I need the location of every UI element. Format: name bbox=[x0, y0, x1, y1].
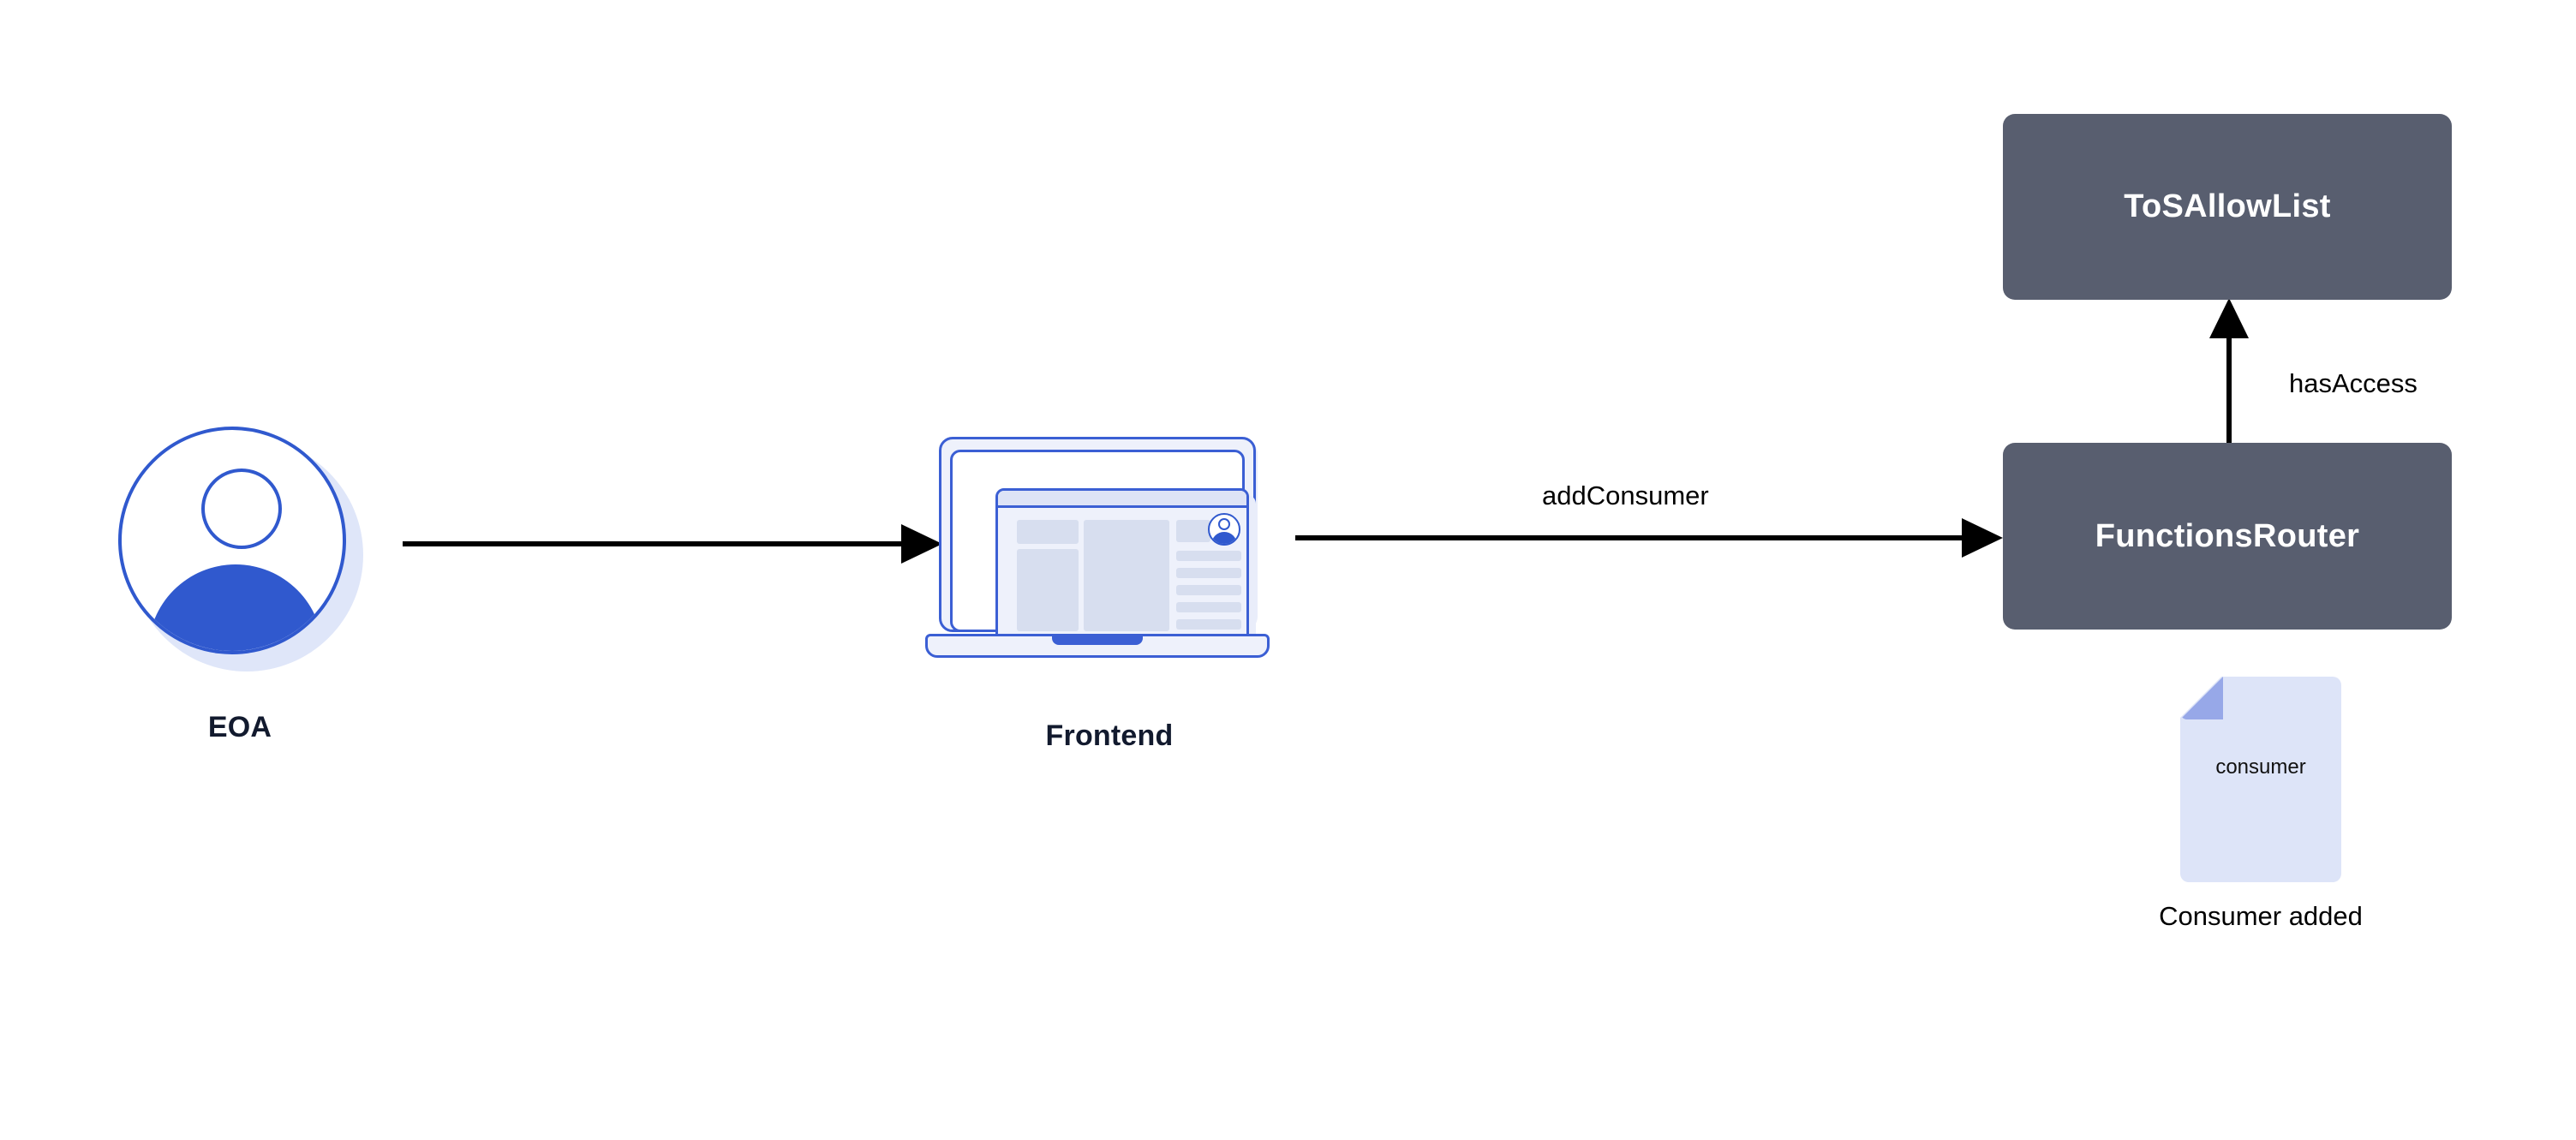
node-label-frontend: Frontend bbox=[1045, 719, 1174, 752]
content-block-main bbox=[1084, 520, 1169, 631]
user-avatar-icon bbox=[111, 420, 368, 694]
content-line-4 bbox=[1176, 602, 1241, 612]
arrow-eoa-to-frontend bbox=[403, 524, 942, 564]
document-icon: consumer bbox=[2180, 677, 2341, 882]
arrow-functions-router-to-tos-allow-list bbox=[2209, 298, 2249, 443]
document-file-label: consumer bbox=[2215, 755, 2306, 779]
node-label-tos-allow-list: ToSAllowList bbox=[2124, 188, 2331, 224]
node-functions-router[interactable]: FunctionsRouter bbox=[2003, 443, 2452, 630]
content-line-5 bbox=[1176, 619, 1241, 630]
content-line-1 bbox=[1176, 551, 1241, 561]
node-eoa[interactable]: EOA bbox=[111, 420, 368, 788]
arrow-frontend-to-functions-router bbox=[1295, 518, 2003, 558]
laptop-screen-bezel bbox=[950, 450, 1256, 654]
browser-titlebar bbox=[998, 491, 1246, 508]
node-label-eoa: EOA bbox=[207, 711, 272, 743]
edge-label-has-access: hasAccess bbox=[2289, 368, 2418, 398]
node-consumer-document[interactable]: consumer Consumer added bbox=[2159, 677, 2363, 934]
consumer-added-caption: Consumer added bbox=[2159, 901, 2363, 931]
edge-label-add-consumer: addConsumer bbox=[1542, 480, 1709, 510]
mock-avatar-head bbox=[1218, 518, 1230, 530]
node-tos-allow-list[interactable]: ToSAllowList bbox=[2003, 114, 2452, 300]
document-folded-corner bbox=[2180, 677, 2223, 719]
content-block-sidebar-main bbox=[1017, 549, 1079, 631]
content-block-right-top bbox=[1176, 520, 1210, 542]
browser-window-mock bbox=[995, 488, 1249, 648]
avatar-body-shape bbox=[148, 564, 323, 651]
content-block-sidebar-top bbox=[1017, 520, 1079, 544]
content-line-2 bbox=[1176, 568, 1241, 578]
laptop-trackpad bbox=[1052, 635, 1143, 645]
laptop-icon bbox=[925, 428, 1294, 677]
avatar-outer-circle bbox=[118, 427, 346, 654]
node-frontend[interactable]: Frontend bbox=[925, 428, 1294, 797]
mock-user-avatar-icon bbox=[1208, 513, 1240, 546]
content-line-3 bbox=[1176, 585, 1241, 595]
mock-avatar-body bbox=[1211, 532, 1237, 544]
avatar-head-circle bbox=[201, 469, 282, 549]
node-label-functions-router: FunctionsRouter bbox=[2095, 517, 2360, 554]
